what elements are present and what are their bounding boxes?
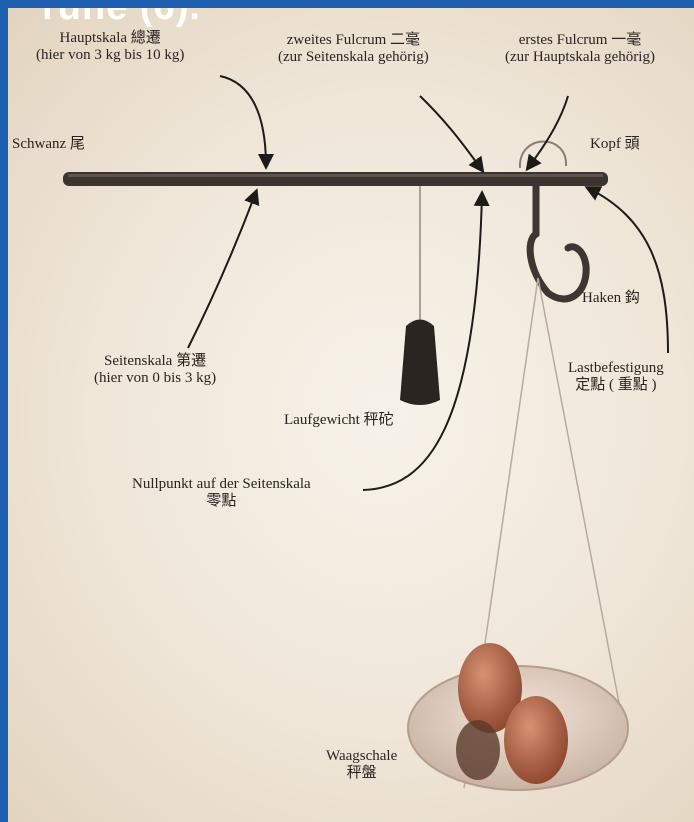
label-schwanz: Schwanz 尾: [12, 136, 85, 153]
label-lastbefestigung: Lastbefestigung 定點 ( 重點 ): [568, 360, 664, 394]
egg: [456, 720, 500, 780]
label-hauptskala: Hauptskala 總遷 (hier von 3 kg bis 10 kg): [36, 30, 184, 64]
egg: [504, 696, 568, 784]
label-laufgewicht: Laufgewicht 秤砣: [284, 412, 394, 429]
arrow-seitenskala: [188, 192, 256, 348]
label-waagschale: Waagschale 秤盤: [326, 748, 397, 782]
label-kopf: Kopf 頭: [590, 136, 640, 153]
arrow-hauptskala: [220, 76, 266, 166]
label-erstes-fulcrum: erstes Fulcrum 一毫 (zur Hauptskala gehöri…: [505, 32, 655, 66]
label-haken: Haken 鈎: [582, 290, 640, 307]
label-nullpunkt: Nullpunkt auf der Seitenskala 零點: [132, 476, 311, 510]
steelyard-photo: ruhe (6).: [8, 8, 694, 822]
arrow-lastbefestigung: [588, 188, 668, 353]
label-zweites-fulcrum: zweites Fulcrum 二毫 (zur Seitenskala gehö…: [278, 32, 429, 66]
arrow-zweites-fulcrum: [420, 96, 482, 170]
label-seitenskala: Seitenskala 第遷 (hier von 0 bis 3 kg): [94, 353, 216, 387]
arrow-erstes-fulcrum: [528, 96, 568, 168]
counterweight: [400, 320, 440, 406]
